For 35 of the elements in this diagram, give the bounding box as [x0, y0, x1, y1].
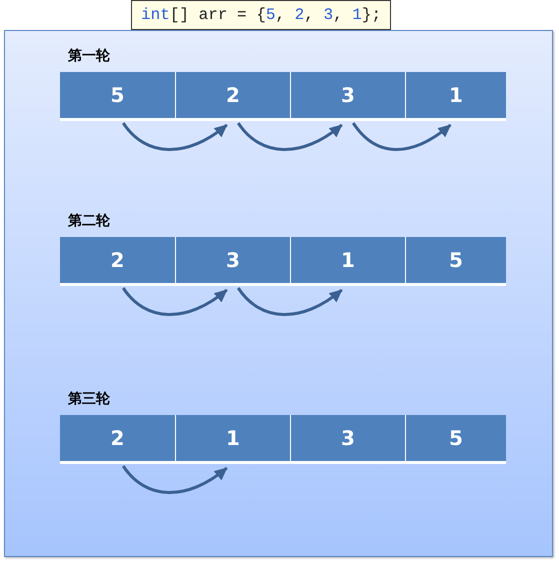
round-heading: 第一轮 [68, 46, 110, 64]
array-cell [60, 72, 175, 121]
cell-value: 5 [110, 83, 124, 107]
curved-arrow [352, 122, 452, 151]
code-line: int[] arr = {5, 2, 3, 1}; [141, 5, 382, 25]
curved-arrow [237, 287, 343, 316]
cell-value: 3 [341, 83, 355, 107]
array-cell [290, 237, 405, 286]
curved-arrow [122, 465, 228, 494]
array-cell [405, 72, 506, 121]
array-cell [290, 415, 405, 464]
array-cell [405, 415, 506, 464]
array-cell [175, 237, 290, 286]
array-cell [60, 415, 175, 464]
cell-value: 5 [449, 248, 463, 272]
curved-arrow [122, 122, 228, 151]
cell-value: 5 [449, 426, 463, 450]
round-heading: 第二轮 [68, 211, 110, 229]
array-cell [290, 72, 405, 121]
cell-value: 2 [226, 83, 240, 107]
code-box [131, 0, 391, 30]
cell-value: 3 [226, 248, 240, 272]
round-heading: 第三轮 [68, 389, 110, 407]
array-cell [405, 237, 506, 286]
cell-value: 2 [110, 248, 124, 272]
cell-value: 1 [341, 248, 355, 272]
array-cell [175, 72, 290, 121]
cell-value: 1 [226, 426, 240, 450]
cell-value: 1 [449, 83, 463, 107]
curved-arrow [237, 122, 343, 151]
curved-arrow [122, 287, 228, 316]
cell-value: 2 [110, 426, 124, 450]
array-cell [60, 237, 175, 286]
array-cell [175, 415, 290, 464]
cell-value: 3 [341, 426, 355, 450]
